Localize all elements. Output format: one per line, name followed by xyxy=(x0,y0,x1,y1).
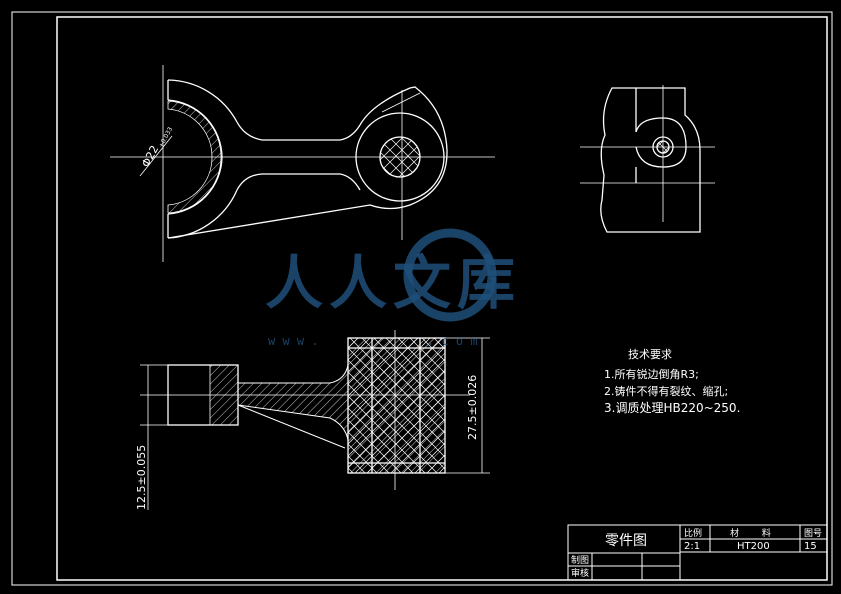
outer-frame xyxy=(11,11,833,586)
side-view xyxy=(580,85,715,233)
dimension-125: 12.5±0.055 xyxy=(135,364,168,510)
reviewer-label: 审核 xyxy=(571,567,589,579)
dia-label: Φ22 xyxy=(139,143,161,169)
dimension-275: 27.5±0.026 xyxy=(445,337,490,474)
tech-item-2: 2.铸件不得有裂纹、缩孔; xyxy=(604,384,728,398)
material-value: HT200 xyxy=(737,541,770,552)
dim-275-text: 27.5±0.026 xyxy=(466,375,479,440)
scale-label: 比例 xyxy=(684,527,702,539)
inner-frame xyxy=(56,16,828,581)
drawing-name: 零件图 xyxy=(605,533,647,549)
watermark-ring xyxy=(403,228,497,322)
front-view xyxy=(110,65,495,262)
scale-value: 2:1 xyxy=(684,541,700,552)
tech-title: 技术要求 xyxy=(628,348,672,361)
drawing-no-value: 15 xyxy=(804,541,817,552)
tech-item-1: 1.所有锐边倒角R3; xyxy=(604,367,699,381)
watermark: 人人文库 w w w . . c o m xyxy=(265,228,521,348)
title-block xyxy=(567,524,828,581)
diameter-annotation: Φ22 +0.033 xyxy=(139,126,175,177)
drafter-label: 制图 xyxy=(571,554,589,566)
dia-tolerance: +0.033 xyxy=(158,126,175,149)
dim-125-text: 12.5±0.055 xyxy=(135,445,148,510)
watermark-brand: 人人文库 xyxy=(265,249,521,317)
section-view xyxy=(140,330,470,490)
watermark-url: w w w . . c o m xyxy=(268,334,478,348)
material-label: 材 料 xyxy=(730,527,771,539)
technical-requirements: 技术要求 1.所有锐边倒角R3; 2.铸件不得有裂纹、缩孔; 3.调质处理HB2… xyxy=(604,348,740,415)
title-block-text: 零件图 比例 2:1 材 料 HT200 图号 15 制图 审核 xyxy=(571,527,822,579)
drawing-no-label: 图号 xyxy=(804,528,822,539)
tech-item-3: 3.调质处理HB220~250. xyxy=(604,401,740,415)
